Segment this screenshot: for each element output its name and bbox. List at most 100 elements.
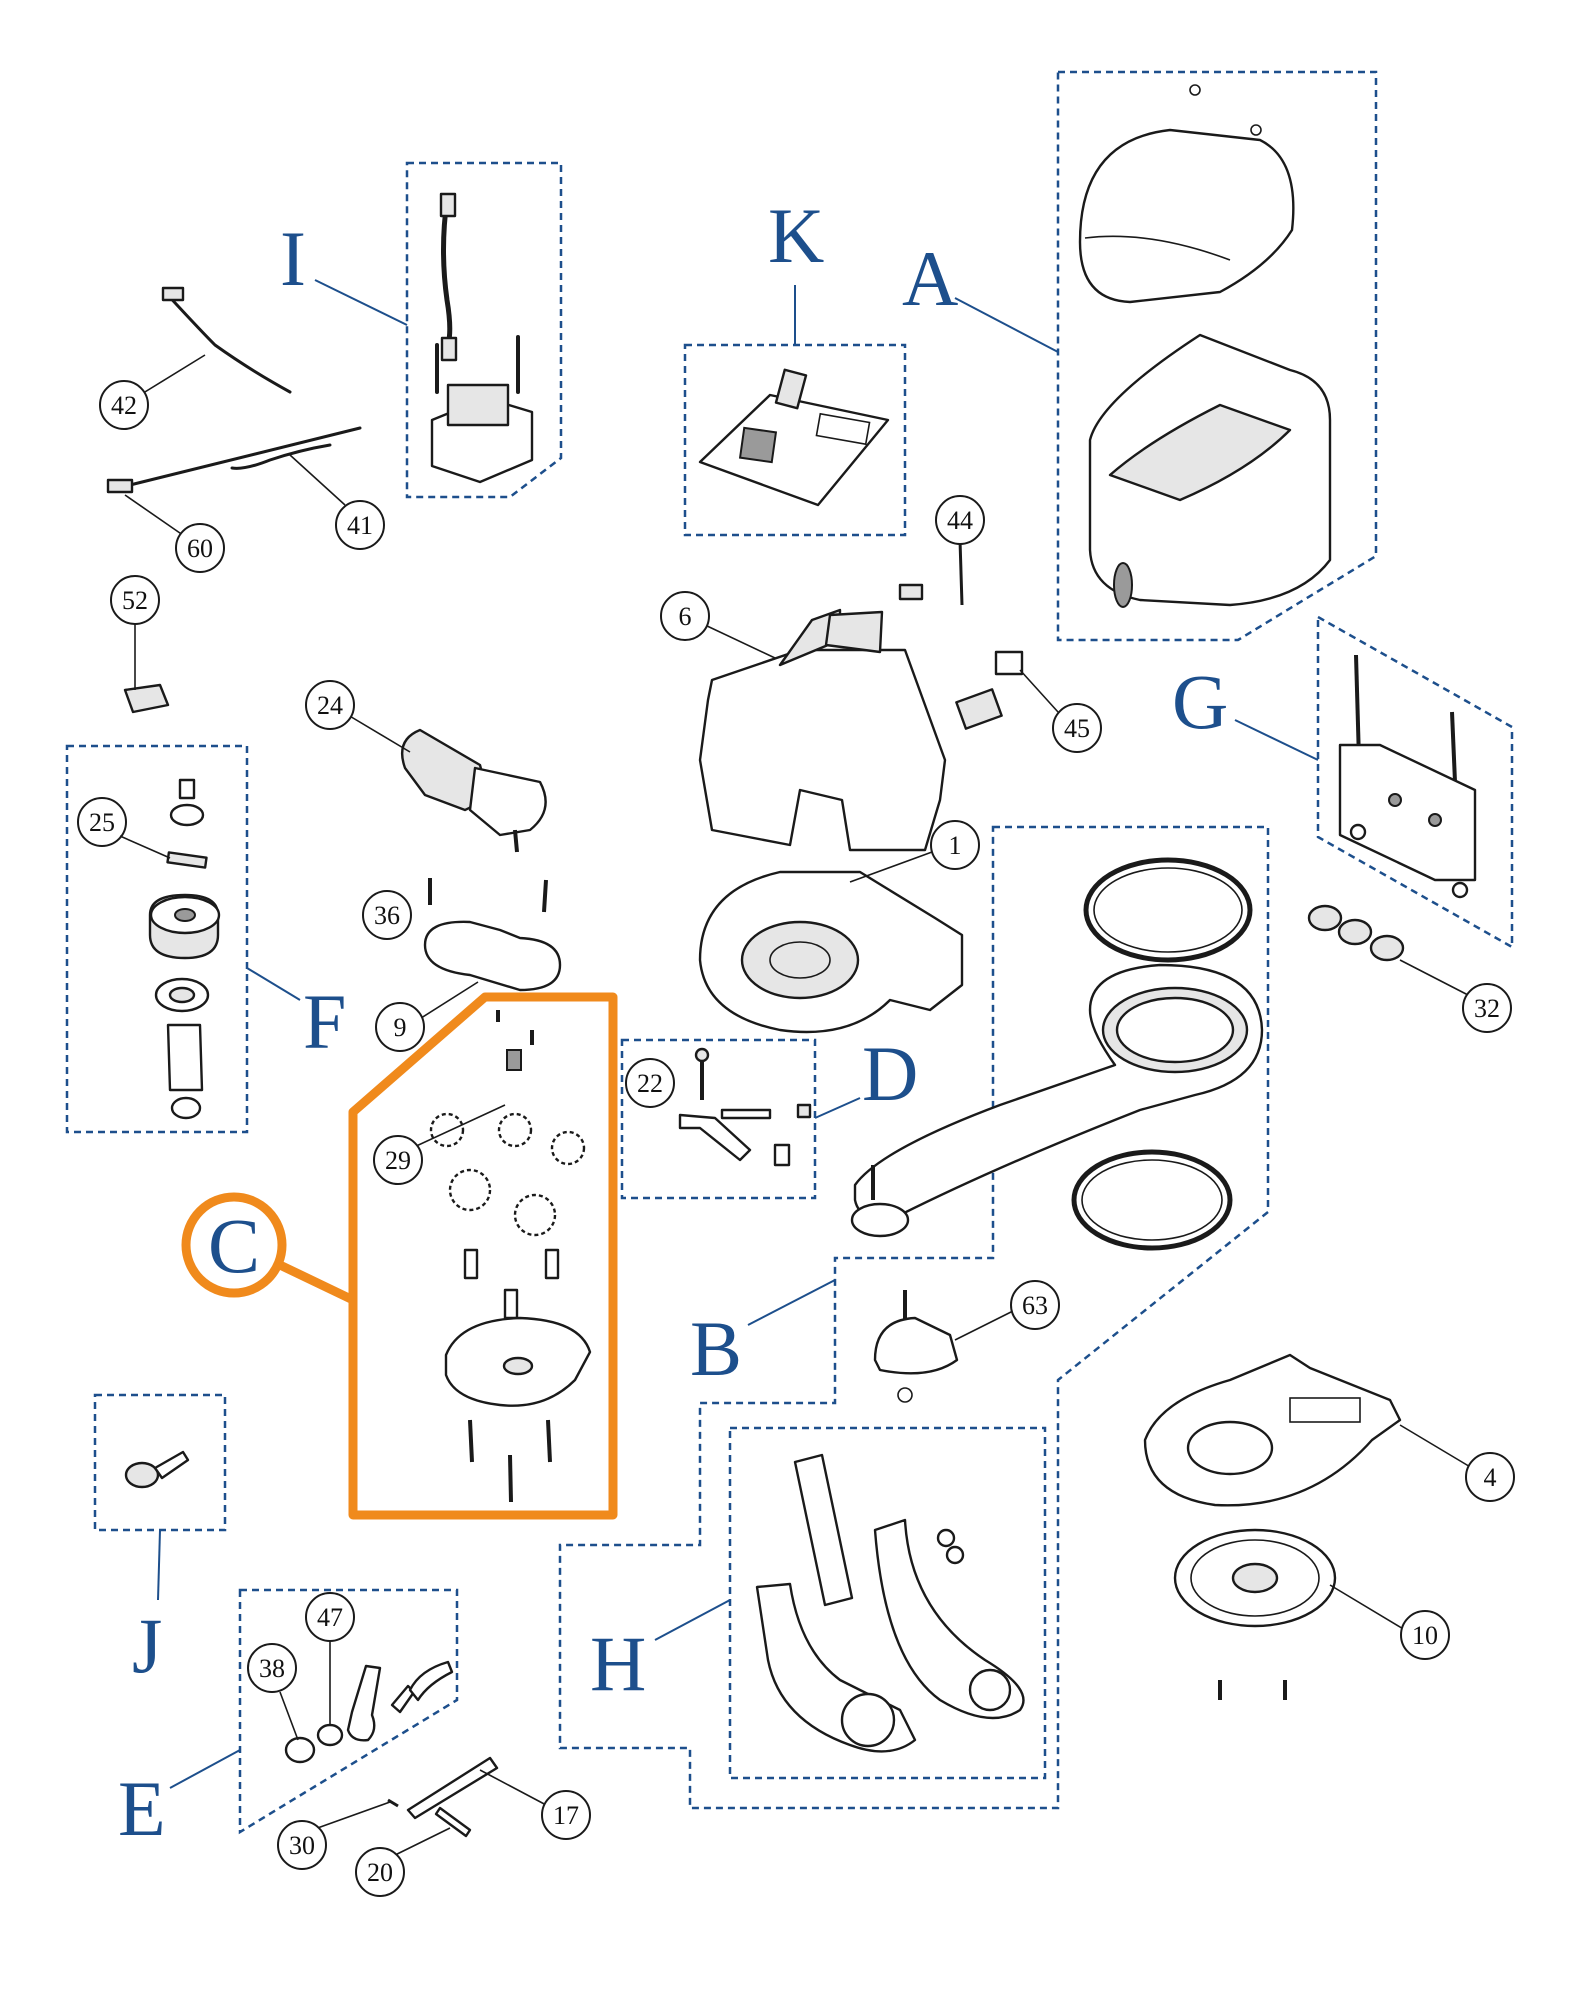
plug-42 <box>161 286 185 302</box>
group-box-b <box>558 825 1270 1810</box>
cover-assembly <box>1078 84 1332 608</box>
leader-part-45 <box>1019 669 1059 713</box>
leader-i <box>314 279 408 326</box>
mounting-bracket <box>1338 654 1477 899</box>
part-number-29: 29 <box>385 1146 411 1175</box>
latch-parts-d <box>678 1047 812 1167</box>
leader-g <box>1234 719 1319 761</box>
part-callout-45 <box>1052 703 1102 753</box>
pin-30 <box>387 1798 399 1808</box>
leader-part-24 <box>347 714 411 753</box>
group-box-i <box>405 161 563 499</box>
terminal-block-45 <box>955 688 1003 730</box>
arm-linkage-h <box>755 1453 1025 1753</box>
screw-36b <box>542 879 548 913</box>
highlight-group-c-circle <box>181 1192 287 1298</box>
part-callout-60 <box>175 523 225 573</box>
leader-f <box>246 967 301 1001</box>
gearbox-c <box>429 1010 592 1503</box>
leader-part-9 <box>417 981 479 1021</box>
group-box-j <box>93 1393 227 1532</box>
group-label-c: C <box>208 1202 260 1289</box>
part-callout-24 <box>305 680 355 730</box>
part-number-10: 10 <box>1412 1621 1438 1650</box>
group-box-e <box>238 1588 459 1835</box>
gear-stack-f <box>148 778 221 1120</box>
part-number-17: 17 <box>553 1801 579 1830</box>
group-box-d <box>620 1038 817 1200</box>
plug-60 <box>106 478 134 494</box>
control-board <box>698 368 890 507</box>
leader-h <box>654 1599 731 1641</box>
part-number-30: 30 <box>289 1831 315 1860</box>
part-number-25: 25 <box>89 808 115 837</box>
leader-e <box>169 1749 241 1789</box>
part-callout-9 <box>375 1002 425 1052</box>
leader-part-30 <box>311 1801 391 1831</box>
part-number-45: 45 <box>1064 714 1090 743</box>
disc-10 <box>1173 1528 1337 1700</box>
part-callout-30 <box>277 1820 327 1870</box>
part-number-32: 32 <box>1474 994 1500 1023</box>
cable-41 <box>128 426 362 487</box>
leader-part-25 <box>119 835 171 859</box>
part-number-42: 42 <box>111 391 137 420</box>
part-callout-20 <box>355 1847 405 1897</box>
cam-63 <box>873 1290 959 1403</box>
part-callout-42 <box>99 380 149 430</box>
part-number-63: 63 <box>1022 1291 1048 1320</box>
group-label-e: E <box>118 1765 166 1852</box>
leader-part-38 <box>279 1691 299 1741</box>
plate-4 <box>1143 1353 1402 1507</box>
part-number-20: 20 <box>367 1858 393 1887</box>
release-parts-e <box>284 1660 454 1764</box>
part-callout-17 <box>541 1790 591 1840</box>
leader-part-41 <box>289 454 346 506</box>
group-box-a <box>1056 70 1378 642</box>
part-callout-36 <box>362 890 412 940</box>
group-label-b: B <box>690 1305 742 1392</box>
highlight-group-c-leader <box>278 1260 355 1305</box>
leader-part-60 <box>124 494 191 541</box>
upper-housing <box>698 608 947 852</box>
part-callout-1 <box>930 820 980 870</box>
part-callout-52 <box>110 575 160 625</box>
part-callout-6 <box>660 591 710 641</box>
leader-part-4 <box>1399 1424 1473 1469</box>
leader-a <box>954 297 1059 353</box>
leader-part-1 <box>849 851 933 883</box>
part-callout-22 <box>625 1058 675 1108</box>
part-number-9: 9 <box>394 1013 407 1042</box>
part-number-36: 36 <box>374 901 400 930</box>
part-callout-63 <box>1010 1280 1060 1330</box>
group-label-d: D <box>862 1030 918 1117</box>
motor-24 <box>400 728 547 853</box>
part-number-4: 4 <box>1484 1463 1497 1492</box>
leader-part-17 <box>479 1769 549 1807</box>
part-number-44: 44 <box>947 506 973 535</box>
transformer-assembly <box>430 192 534 484</box>
group-box-h <box>728 1426 1047 1780</box>
group-label-g: G <box>1172 658 1228 745</box>
group-label-f: F <box>303 978 346 1065</box>
part-number-52: 52 <box>122 586 148 615</box>
leader-part-32 <box>1399 959 1469 996</box>
part-callout-25 <box>77 797 127 847</box>
key-j <box>124 1450 190 1489</box>
part-callout-10 <box>1400 1610 1450 1660</box>
group-box-g <box>1316 614 1514 950</box>
group-label-i: I <box>280 215 306 302</box>
connector-45 <box>994 650 1024 676</box>
part-number-1: 1 <box>949 831 962 860</box>
group-label-k: K <box>768 192 824 279</box>
washers-32 <box>1307 904 1405 962</box>
group-label-j: J <box>132 1602 162 1689</box>
part-number-24: 24 <box>317 691 343 720</box>
group-label-h: H <box>590 1620 646 1707</box>
part-number-38: 38 <box>259 1654 285 1683</box>
part-callout-41 <box>335 500 385 550</box>
leader-b <box>747 1279 836 1326</box>
part-number-60: 60 <box>187 534 213 563</box>
leader-j <box>157 1529 161 1601</box>
